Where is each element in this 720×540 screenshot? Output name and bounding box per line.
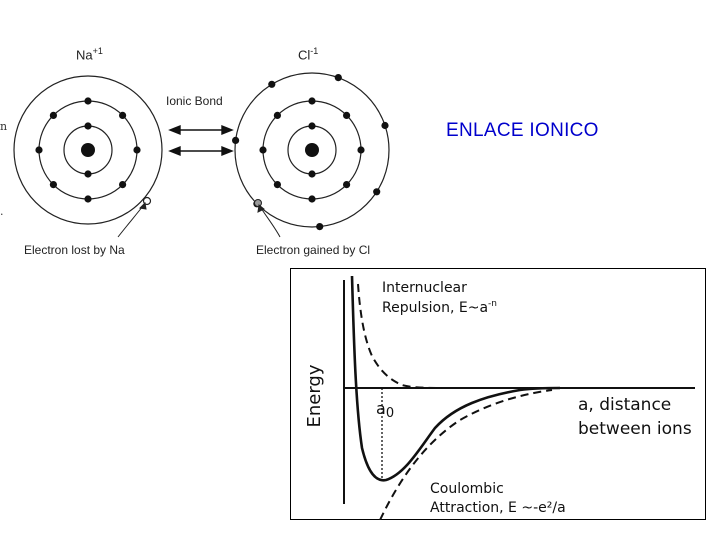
a0-label: a0 (376, 399, 394, 421)
cl-shell3-electron (373, 188, 381, 196)
repulsion-exponent: -n (488, 299, 497, 309)
na-symbol: Na (76, 47, 93, 63)
cl-shell2-electron (343, 181, 351, 189)
cl-shell2-electron (273, 181, 281, 189)
na-shell2-electron (133, 146, 141, 154)
edge-glyph-2: . (0, 205, 4, 218)
cl-shell2-electron (259, 146, 267, 154)
cl-symbol: Cl (298, 47, 311, 63)
ionic-bond-label: Ionic Bond (166, 94, 223, 108)
cl-shell2-electron (357, 146, 365, 154)
na-label: Na+1 (76, 46, 103, 62)
cl-shell3-electron (268, 80, 276, 88)
graph-frame (290, 268, 706, 520)
cl-shell3-electron (316, 223, 324, 231)
net-energy-curve (350, 275, 561, 482)
electron-lost-label: Electron lost by Na (24, 243, 125, 257)
cl-shell2-electron (308, 97, 316, 105)
cl-nucleus (305, 143, 319, 157)
repulsion-label-text: Repulsion, E~a (382, 300, 488, 316)
page-title: ENLACE IONICO (446, 120, 599, 141)
na-shell-3 (13, 75, 163, 225)
na-nucleus (81, 143, 95, 157)
energy-axis-label: Energy (304, 364, 325, 427)
edge-glyph: n (0, 120, 8, 133)
a0-subscript: 0 (386, 406, 394, 421)
distance-label-line1: a, distance (578, 395, 671, 415)
attraction-curve (379, 389, 553, 520)
attraction-label-line2: Attraction, E ~-e²/a (430, 500, 566, 516)
cl-label: Cl-1 (298, 46, 318, 62)
na-shell1-electron (84, 170, 92, 178)
na-shell2-electron (35, 146, 43, 154)
na-shell2-electron (119, 111, 127, 119)
na-shell2-electron (49, 181, 58, 189)
na-charge: +1 (92, 46, 103, 56)
electron-gained-label: Electron gained by Cl (256, 243, 371, 257)
a0-main: a (376, 399, 386, 418)
pointer-arrows (117, 201, 281, 238)
cl-shell3-electron (232, 136, 240, 144)
na-shell2-electron (84, 97, 92, 105)
energy-distance-graph: Energy Internuclear Repulsion, E~a-n a0 … (304, 275, 695, 520)
cl-charge: -1 (310, 46, 319, 56)
cl-shell2-electron (343, 111, 351, 119)
repulsion-curve (357, 283, 451, 389)
repulsion-label-line2: Repulsion, E~a-n (382, 299, 497, 316)
na-shell2-electron (84, 195, 92, 203)
cl-shell3-electron (381, 121, 389, 130)
ionic-bond-arrows (168, 124, 234, 157)
repulsion-label-line1: Internuclear (382, 280, 467, 296)
na-shell1-electron (84, 122, 92, 130)
na-shell2-electron (49, 111, 58, 119)
na-shell2-electron (119, 181, 127, 189)
cl-shell2-electron (308, 195, 316, 203)
cl-shell3-electron (334, 74, 342, 82)
cl-shell2-electron (273, 111, 281, 119)
electrons (35, 74, 389, 231)
atom-diagram (13, 72, 390, 238)
cl-shell-3 (234, 72, 390, 228)
cl-shell1-electron (308, 122, 316, 130)
cl-shell1-electron (308, 170, 316, 178)
distance-label-line2: between ions (578, 419, 692, 439)
attraction-label-line1: Coulombic (430, 481, 504, 497)
gained-electron (254, 199, 262, 207)
